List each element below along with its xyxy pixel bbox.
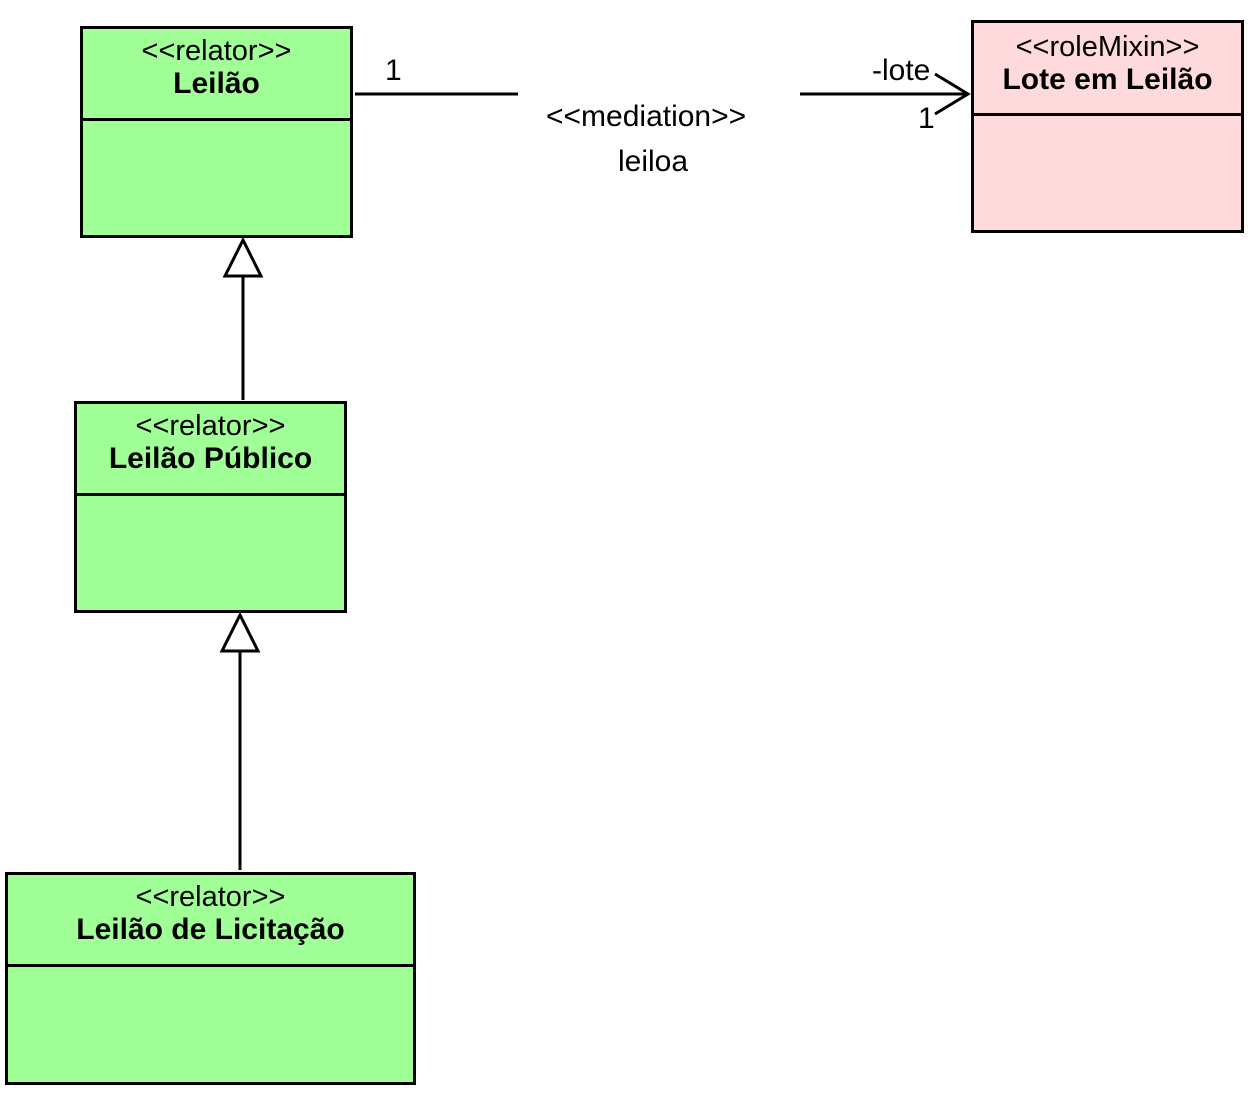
class-leilao-licitacao-name: Leilão de Licitação: [76, 913, 345, 946]
association-name: leiloa: [618, 145, 689, 178]
class-lote-em-leilao[interactable]: <<roleMixin>> Lote em Leilão: [971, 20, 1244, 233]
class-lote-header: <<roleMixin>> Lote em Leilão: [974, 23, 1241, 116]
class-leilao-licitacao-header: <<relator>> Leilão de Licitação: [8, 875, 413, 967]
class-leilao-publico-stereotype: <<relator>>: [135, 410, 286, 442]
class-leilao-licitacao[interactable]: <<relator>> Leilão de Licitação: [5, 872, 416, 1085]
generalization-arrowhead-2: [219, 611, 261, 653]
class-leilao-publico-header: <<relator>> Leilão Público: [77, 404, 344, 496]
class-leilao-stereotype: <<relator>>: [141, 35, 292, 67]
class-leilao[interactable]: <<relator>> Leilão: [80, 26, 353, 238]
class-leilao-header: <<relator>> Leilão: [83, 29, 350, 121]
class-leilao-name: Leilão: [173, 67, 260, 100]
class-leilao-publico-name: Leilão Público: [108, 442, 313, 475]
target-role: -lote: [872, 54, 931, 87]
navigability-arrowhead: [934, 72, 971, 116]
source-multiplicity: 1: [385, 54, 402, 87]
target-multiplicity: 1: [918, 102, 935, 135]
class-leilao-publico[interactable]: <<relator>> Leilão Público: [74, 401, 347, 613]
class-lote-name: Lote em Leilão: [1002, 63, 1213, 96]
class-leilao-licitacao-stereotype: <<relator>>: [135, 881, 286, 913]
generalization-arrowhead-1: [222, 236, 264, 278]
association-stereotype: <<mediation>>: [546, 100, 747, 133]
class-lote-stereotype: <<roleMixin>>: [1015, 31, 1200, 63]
